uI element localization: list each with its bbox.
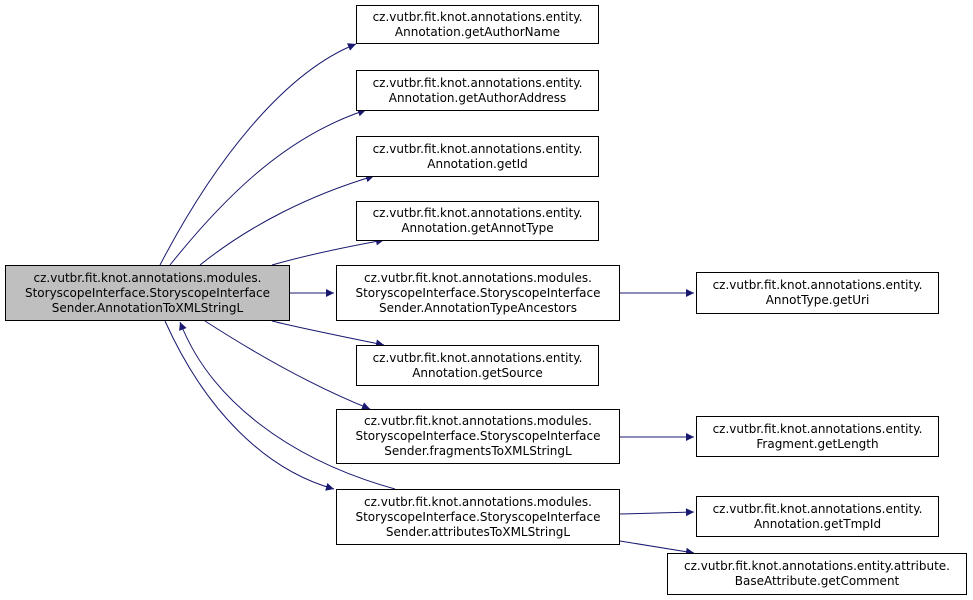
node-root[interactable]: cz.vutbr.fit.knot.annotations.modules.St… <box>5 265 290 321</box>
edge-attributesToXMLStringL-to-getComment <box>619 540 695 556</box>
node-label-line: Fragment.getLength <box>756 436 879 451</box>
node-attributesToXMLStringL[interactable]: cz.vutbr.fit.knot.annotations.modules.St… <box>336 489 620 545</box>
node-label-line: Sender.attributesToXMLStringL <box>385 524 571 539</box>
node-label-line: cz.vutbr.fit.knot.annotations.modules. <box>33 270 262 285</box>
node-getLength[interactable]: cz.vutbr.fit.knot.annotations.entity.Fra… <box>696 416 939 457</box>
node-label-line: cz.vutbr.fit.knot.annotations.modules. <box>364 270 592 285</box>
node-getAuthorAddress[interactable]: cz.vutbr.fit.knot.annotations.entity.Ann… <box>356 70 599 111</box>
node-label-line: cz.vutbr.fit.knot.annotations.entity. <box>372 9 583 24</box>
edge-attributesToXMLStringL-to-getTmpId <box>619 508 695 517</box>
node-label-line: cz.vutbr.fit.knot.annotations.entity. <box>372 75 583 90</box>
node-getAuthorName[interactable]: cz.vutbr.fit.knot.annotations.entity.Ann… <box>356 5 599 44</box>
node-label-line: Annotation.getSource <box>412 365 543 380</box>
node-getTmpId[interactable]: cz.vutbr.fit.knot.annotations.entity.Ann… <box>696 496 939 537</box>
node-label-line: cz.vutbr.fit.knot.annotations.entity. <box>372 350 583 365</box>
node-label-line: Annotation.getAuthorName <box>394 24 561 39</box>
node-label-line: cz.vutbr.fit.knot.annotations.entity. <box>712 421 923 436</box>
node-label-line: cz.vutbr.fit.knot.annotations.entity. <box>712 278 923 292</box>
edge-root-to-getSource <box>271 320 385 348</box>
node-label-line: Annotation.getAnnotType <box>401 221 554 235</box>
node-label-line: Sender.AnnotationToXMLStringL <box>51 300 244 315</box>
node-label-line: StoryscopeInterface.StoryscopeInterface <box>355 285 601 300</box>
node-getUri[interactable]: cz.vutbr.fit.knot.annotations.entity.Ann… <box>696 272 939 314</box>
edge-root-to-getAuthorAddress <box>169 108 367 266</box>
node-label-line: Sender.fragmentsToXMLStringL <box>384 444 572 458</box>
node-fragmentsToXMLStringL[interactable]: cz.vutbr.fit.knot.annotations.modules.St… <box>336 409 620 464</box>
node-label-line: StoryscopeInterface.StoryscopeInterface <box>355 429 601 443</box>
edge-attributesToXMLStringL-to-root <box>179 321 396 490</box>
node-label-line: cz.vutbr.fit.knot.annotations.entity. <box>372 141 583 156</box>
node-getAnnotType[interactable]: cz.vutbr.fit.knot.annotations.entity.Ann… <box>356 201 599 241</box>
node-getComment[interactable]: cz.vutbr.fit.knot.annotations.entity.att… <box>667 553 967 595</box>
node-getSource[interactable]: cz.vutbr.fit.knot.annotations.entity.Ann… <box>356 345 599 386</box>
node-annotationTypeAncestors[interactable]: cz.vutbr.fit.knot.annotations.modules.St… <box>336 265 620 321</box>
node-label-line: StoryscopeInterface.StoryscopeInterface <box>24 285 271 300</box>
node-label-line: Annotation.getId <box>427 156 528 171</box>
node-getId[interactable]: cz.vutbr.fit.knot.annotations.entity.Ann… <box>356 136 599 177</box>
node-label-line: Sender.AnnotationTypeAncestors <box>379 300 577 315</box>
node-label-line: cz.vutbr.fit.knot.annotations.entity.att… <box>684 559 950 573</box>
edge-root-to-attributesToXMLStringL <box>164 320 335 491</box>
node-label-line: cz.vutbr.fit.knot.annotations.modules. <box>364 414 592 428</box>
edge-root-to-getAuthorName <box>159 43 357 266</box>
node-label-line: cz.vutbr.fit.knot.annotations.entity. <box>372 206 583 220</box>
edge-root-to-fragmentsToXMLStringL <box>204 320 371 410</box>
node-label-line: cz.vutbr.fit.knot.annotations.modules. <box>364 494 592 509</box>
node-label-line: Annotation.getAuthorAddress <box>388 90 567 105</box>
node-label-line: AnnotType.getUri <box>765 293 870 307</box>
node-label-line: Annotation.getTmpId <box>753 516 882 531</box>
node-label-line: StoryscopeInterface.StoryscopeInterface <box>355 509 601 524</box>
node-label-line: BaseAttribute.getComment <box>734 574 900 588</box>
edge-root-to-getId <box>199 174 375 266</box>
node-label-line: cz.vutbr.fit.knot.annotations.entity. <box>712 501 923 516</box>
edge-root-to-getAnnotType <box>271 237 385 266</box>
